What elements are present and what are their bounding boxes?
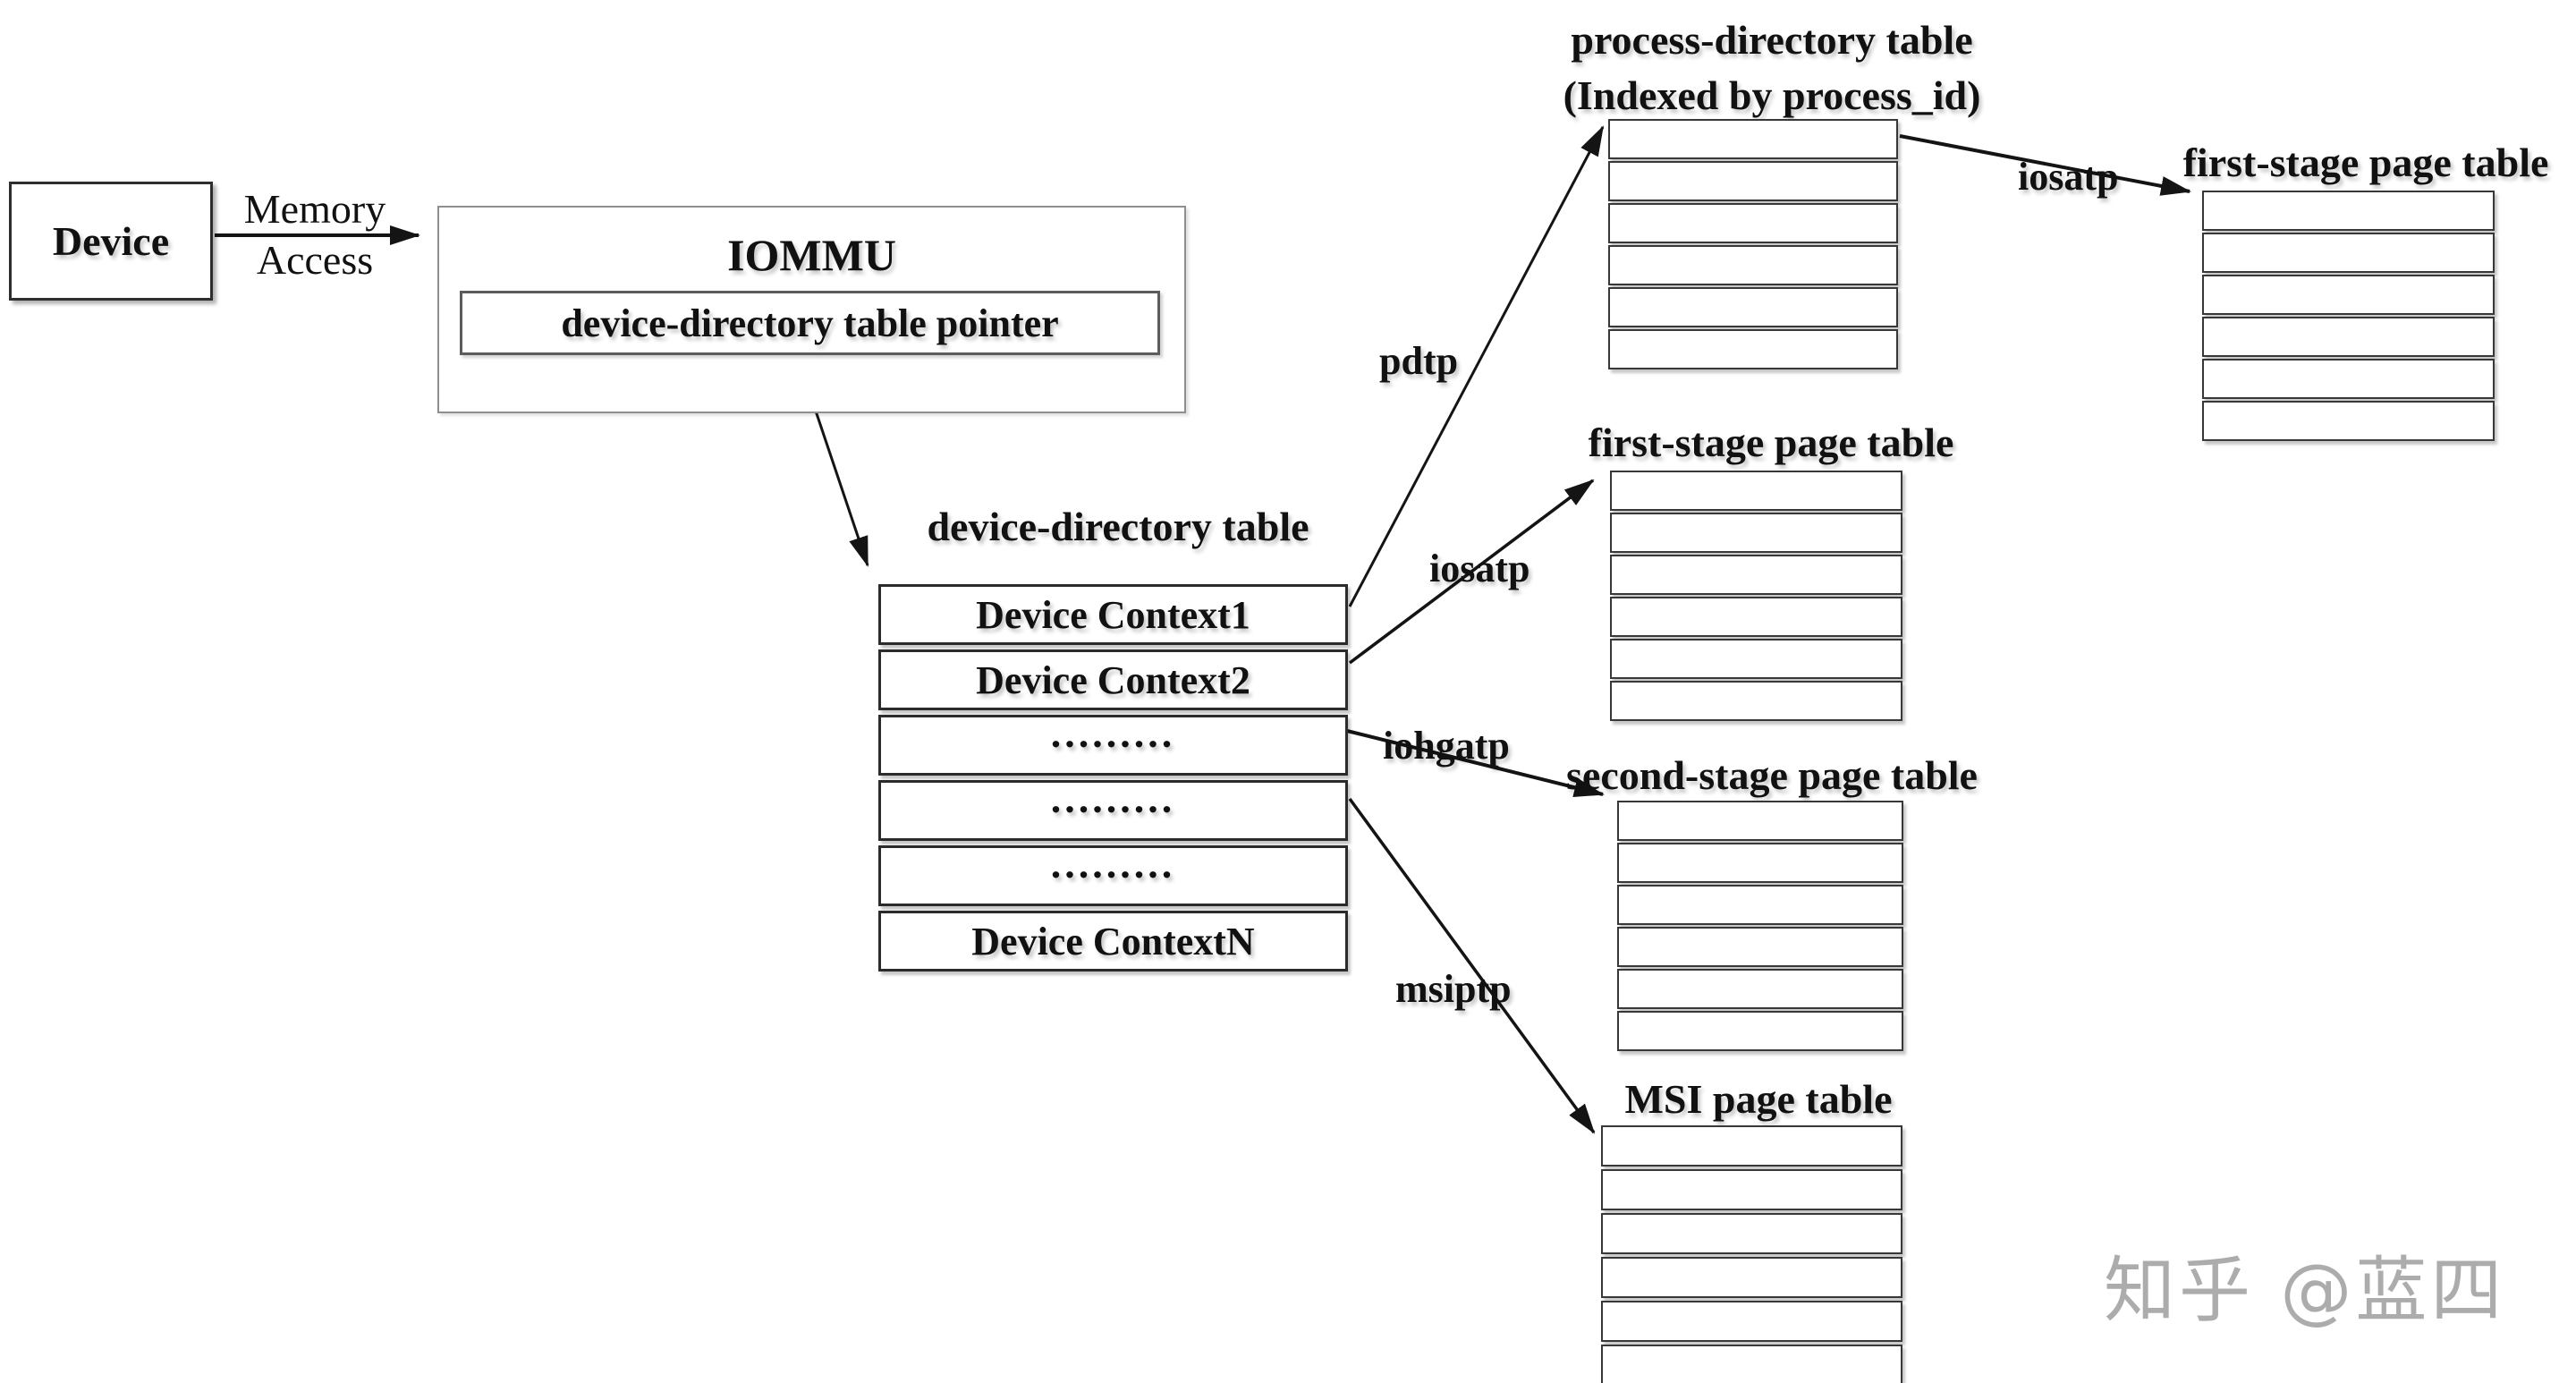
device-label: Device: [52, 218, 170, 264]
memory-access-line2: Access: [256, 237, 374, 283]
table-row: [1608, 329, 1898, 369]
first-stage-page-table-mid-title: first-stage page table: [1588, 420, 1954, 465]
table-row: [1601, 1257, 1902, 1298]
table-row: [1608, 203, 1898, 243]
device-directory-table-title: device-directory table: [927, 504, 1309, 549]
table-row: [1617, 843, 1903, 883]
table-row: [2202, 191, 2495, 231]
iommu-box: IOMMU device-directory table pointer: [437, 206, 1186, 413]
process-directory-table-title-line1: process-directory table: [1571, 17, 1973, 63]
msi-page-table-title: MSI page table: [1624, 1076, 1893, 1122]
msiptp-label: msiptp: [1395, 967, 1512, 1011]
device-directory-table-pointer-label: device-directory table pointer: [561, 301, 1059, 345]
table-row: [1610, 681, 1902, 721]
first-stage-page-table-top: [2202, 191, 2495, 441]
table-row: Device Context1: [878, 584, 1348, 645]
iohgatp-label: iohgatp: [1383, 724, 1510, 768]
table-row: .........: [878, 710, 1348, 776]
table-row: [2202, 317, 2495, 357]
table-row: .........: [878, 776, 1348, 841]
table-row: [1617, 927, 1903, 967]
table-row: [2202, 275, 2495, 315]
table-row: .........: [878, 841, 1348, 906]
table-row: [1610, 597, 1902, 637]
memory-access-line1: Memory: [243, 186, 386, 232]
second-stage-page-table-title: second-stage page table: [1566, 752, 1978, 798]
table-row: [1601, 1301, 1902, 1342]
table-row: [1601, 1169, 1902, 1210]
table-row: [1610, 639, 1902, 679]
table-row: Device ContextN: [878, 911, 1348, 971]
second-stage-page-table: [1617, 801, 1903, 1051]
table-row: [1617, 801, 1903, 841]
iosatp-label-top: iosatp: [2018, 155, 2119, 199]
table-row: [1617, 1011, 1903, 1051]
table-row: [2202, 359, 2495, 399]
pdtp-label: pdtp: [1379, 339, 1459, 383]
table-row: [1608, 161, 1898, 201]
table-row: [1610, 555, 1902, 595]
device-box: Device: [9, 182, 213, 301]
first-stage-page-table-top-title: first-stage page table: [2182, 140, 2549, 185]
table-row: [1608, 245, 1898, 285]
table-row: [1617, 885, 1903, 925]
table-row: Device Context2: [878, 649, 1348, 710]
table-row: [1601, 1125, 1902, 1167]
table-row: [1617, 969, 1903, 1009]
table-row: [1601, 1345, 1902, 1383]
device-directory-table-pointer-box: device-directory table pointer: [460, 291, 1160, 355]
iommu-title: IOMMU: [727, 230, 896, 280]
table-row: [1601, 1213, 1902, 1254]
process-directory-table-title-line2: (Indexed by process_id): [1563, 72, 1981, 118]
table-row: [1608, 119, 1898, 159]
iosatp-label-mid: iosatp: [1429, 547, 1530, 590]
table-row: [2202, 401, 2495, 441]
process-directory-table: [1608, 119, 1898, 369]
table-row: [2202, 233, 2495, 273]
first-stage-page-table-mid: [1610, 471, 1902, 721]
process-directory-table-title: process-directory table (Indexed by proc…: [1563, 13, 1981, 123]
memory-access-label: Memory Access: [225, 183, 404, 285]
msi-page-table: [1601, 1125, 1902, 1383]
table-row: [1610, 471, 1902, 511]
table-row: [1608, 287, 1898, 327]
table-row: [1610, 513, 1902, 553]
watermark: 知乎 @蓝四: [2104, 1249, 2506, 1332]
